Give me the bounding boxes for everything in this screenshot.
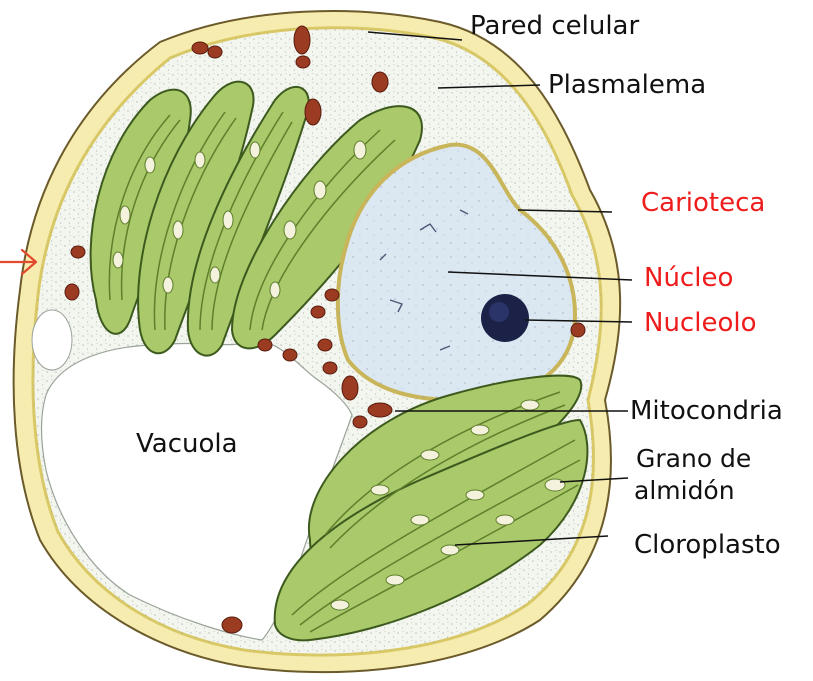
- mitochondrion: [305, 99, 321, 125]
- mitochondrion: [342, 376, 358, 400]
- mitochondrion: [208, 46, 222, 58]
- mitochondrion: [318, 339, 332, 351]
- mitochondrion: [192, 42, 208, 54]
- mitochondrion: [571, 323, 585, 337]
- label-plasmalema: Plasmalema: [548, 71, 706, 99]
- label-nucleolo: Nucleolo: [644, 309, 756, 337]
- mitochondrion: [311, 306, 325, 318]
- mitochondrion: [283, 349, 297, 361]
- label-cloroplasto: Cloroplasto: [634, 531, 781, 559]
- label-mitocondria: Mitocondria: [630, 397, 783, 425]
- small-vacuole: [32, 310, 72, 370]
- label-pared-celular: Pared celular: [470, 12, 639, 40]
- mitochondrion: [294, 26, 310, 54]
- mitochondrion: [353, 416, 367, 428]
- mitochondrion: [323, 362, 337, 374]
- nucleolus-texture: [489, 302, 509, 322]
- label-grano-de-almidon-line2: almidón: [634, 478, 735, 504]
- label-nucleo: Núcleo: [644, 264, 733, 292]
- mitochondrion: [71, 246, 85, 258]
- mitochondrion: [372, 72, 388, 92]
- mitochondrion: [325, 289, 339, 301]
- mitochondrion: [258, 339, 272, 351]
- label-carioteca: Carioteca: [641, 189, 765, 217]
- mitochondrion: [368, 403, 392, 417]
- mitochondrion: [65, 284, 79, 300]
- mitochondrion: [222, 617, 242, 633]
- mitochondrion: [296, 56, 310, 68]
- label-grano-de-almidon-line1: Grano de: [636, 446, 751, 472]
- label-vacuola: Vacuola: [136, 430, 238, 458]
